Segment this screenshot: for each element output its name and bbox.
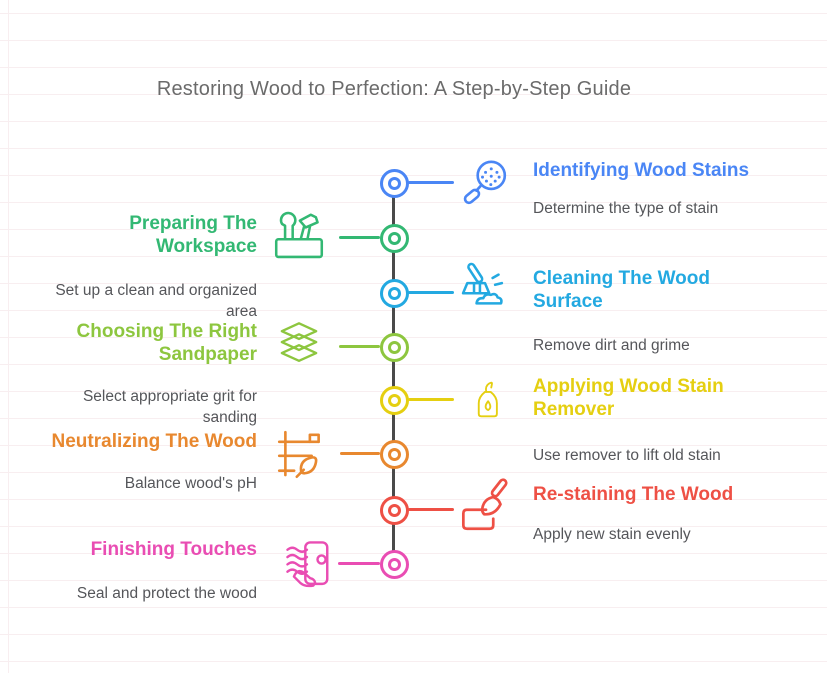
page-title: Restoring Wood to Perfection: A Step-by-… [156,78,632,100]
connector-line [339,236,380,239]
step-subtitle: Select appropriate grit for sanding [82,388,257,426]
step-subtitle: Remove dirt and grime [533,337,690,354]
step-subtitle: Seal and protect the wood [76,585,257,602]
connector-line [340,452,380,455]
polish-icon [285,538,337,594]
step-subtitle: Set up a clean and organized area [55,282,257,320]
step-title: Identifying Wood Stains [533,160,750,181]
connector-line [408,291,454,294]
connector-line [408,508,454,511]
broom-icon [456,262,514,316]
bottle-icon [470,372,510,428]
connector-line [338,562,380,565]
step-subtitle: Apply new stain evenly [533,526,691,543]
layers-icon [271,321,327,371]
connector-line [408,398,454,401]
step-title: Cleaning The Wood Surface [533,268,710,312]
paintbrush-icon [456,478,516,536]
step-subtitle: Determine the type of stain [533,200,719,217]
ph-leaf-icon [273,426,331,482]
step-title: Preparing The Workspace [129,213,257,257]
step-title: Re-staining The Wood [533,484,734,505]
toolbox-icon [266,208,332,262]
connector-line [339,345,380,348]
step-title: Applying Wood Stain Remover [533,376,724,420]
connector-line [408,181,454,184]
step-title: Choosing The Right Sandpaper [76,321,257,365]
step-subtitle: Use remover to lift old stain [533,447,721,464]
magnifier-icon [458,156,514,214]
step-title: Neutralizing The Wood [51,431,257,452]
timeline-spine [392,183,395,564]
step-title: Finishing Touches [90,539,257,560]
step-subtitle: Balance wood's pH [124,475,257,492]
